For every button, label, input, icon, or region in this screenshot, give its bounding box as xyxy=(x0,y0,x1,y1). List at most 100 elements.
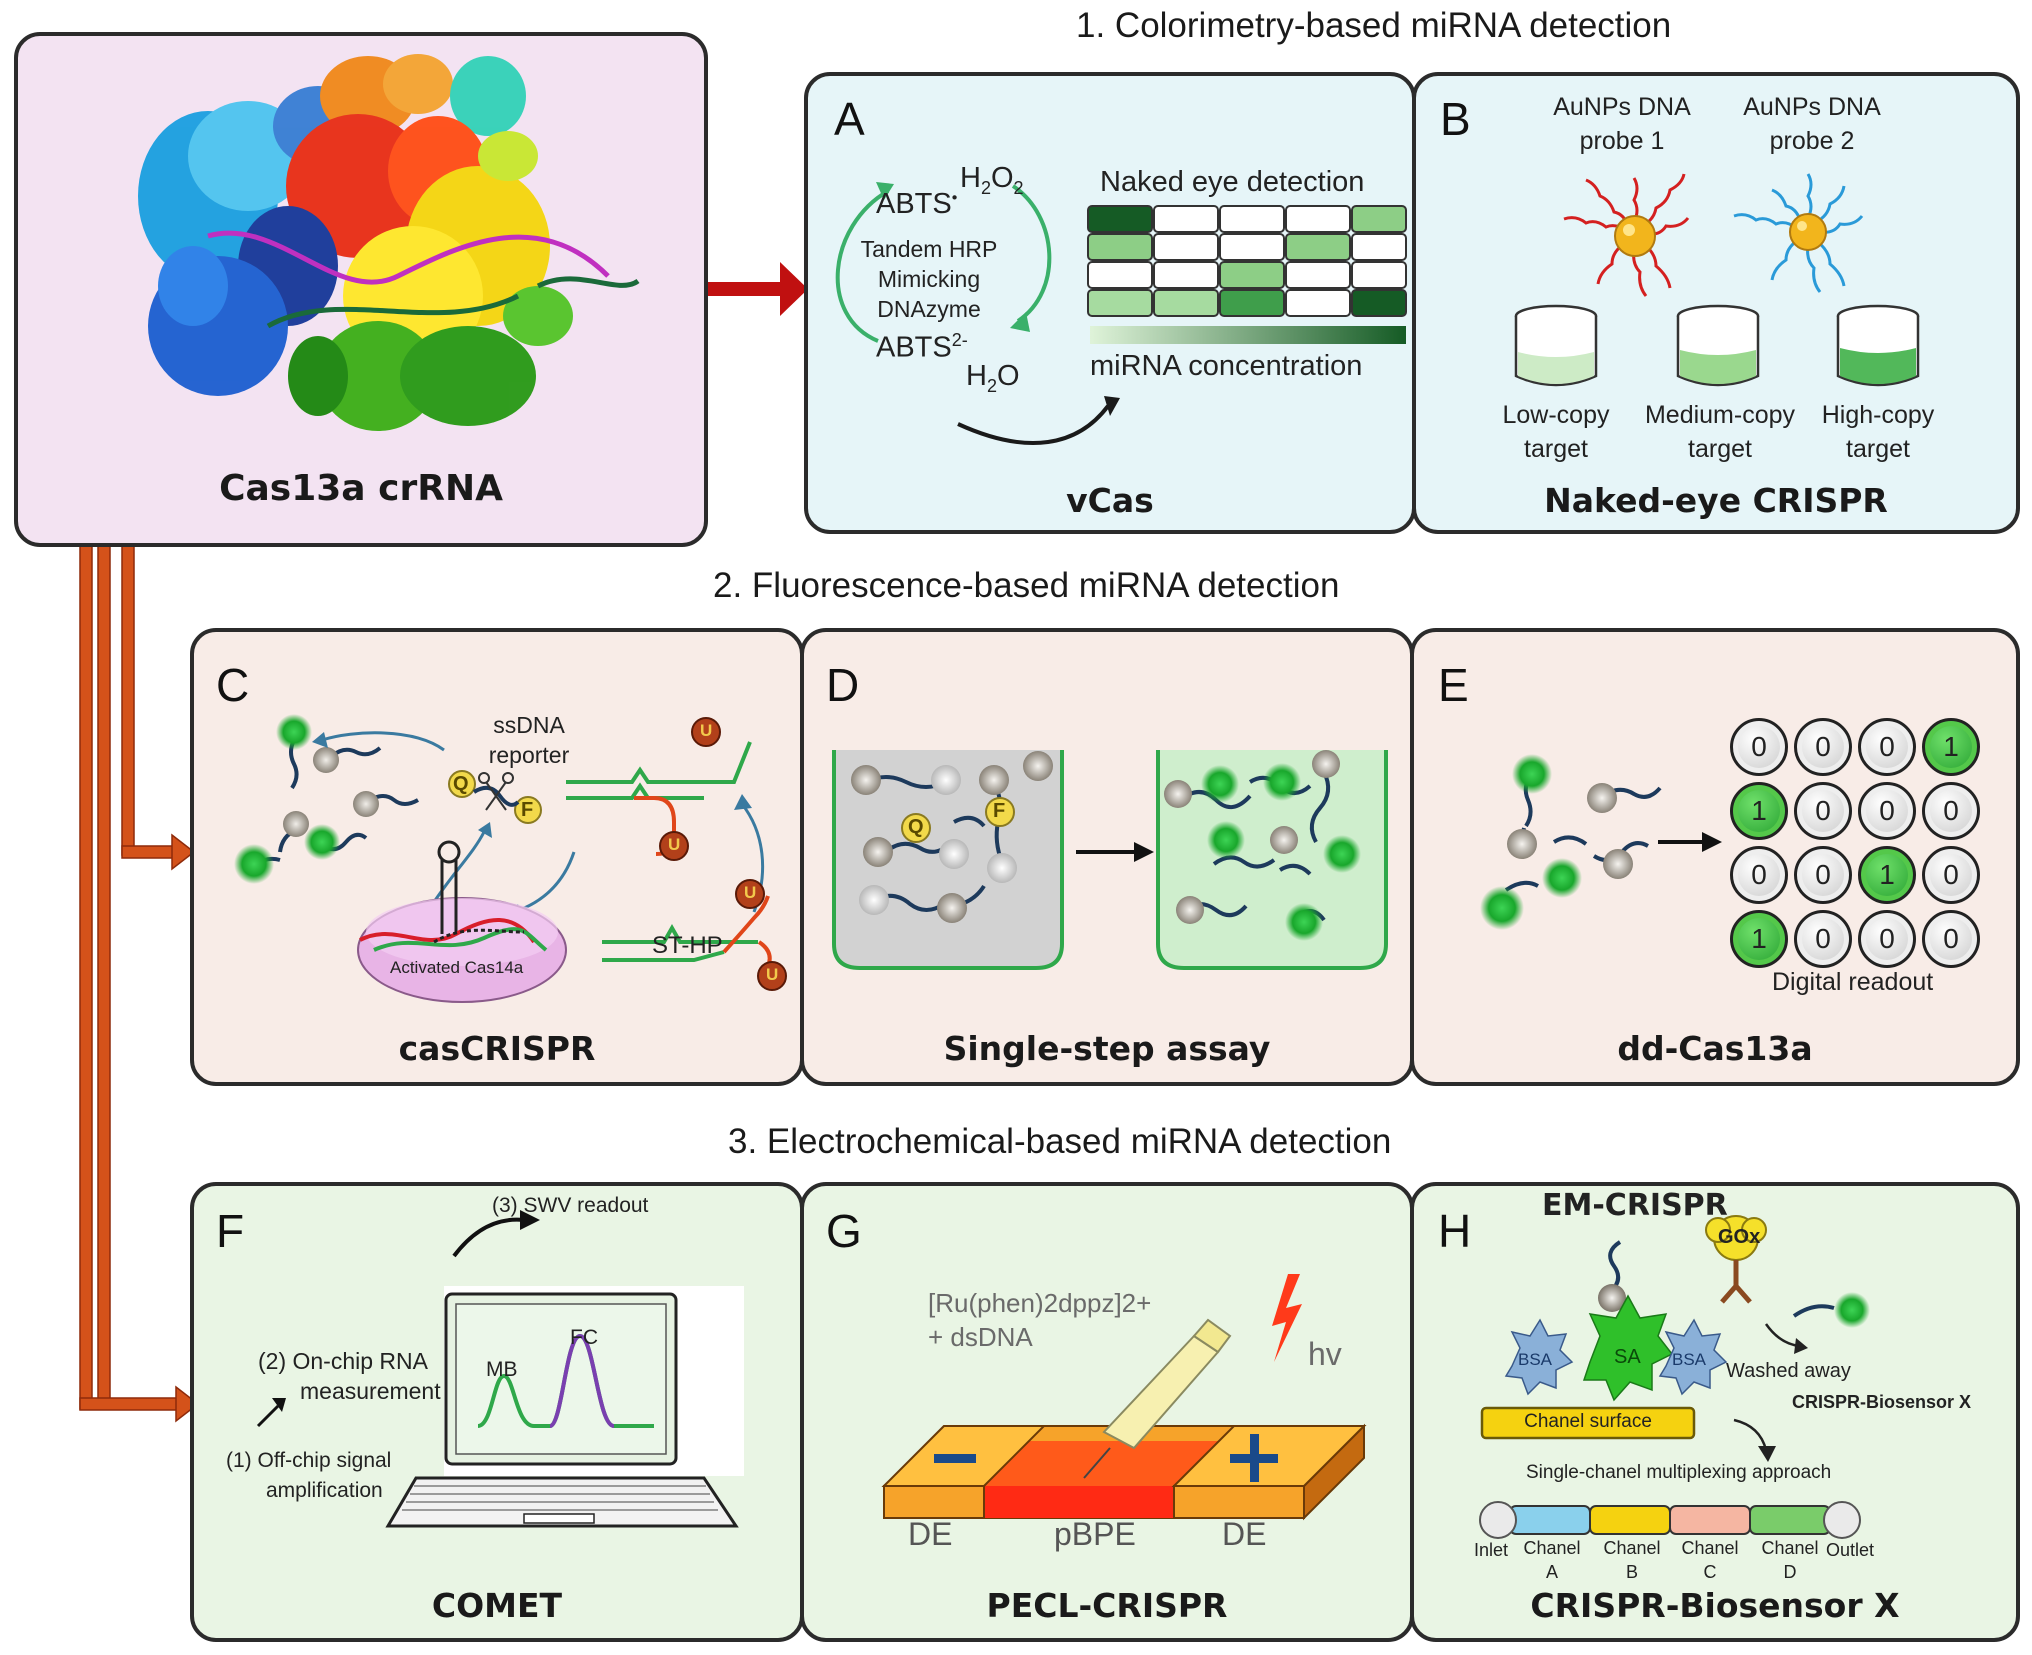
panel-b-letter: B xyxy=(1440,93,1471,145)
panel-a-h2o: H2O xyxy=(966,360,1020,396)
section-title-electrochemical: 3. Electrochemical-based miRNA detection xyxy=(728,1122,1392,1161)
panel-g-diagram xyxy=(881,1274,1367,1521)
panel-e-particles xyxy=(1480,754,1722,930)
panel-d-f: F xyxy=(993,800,1006,822)
panel-h-outlet: Outlet xyxy=(1826,1540,1875,1560)
connector-arrow-c-head xyxy=(171,833,196,871)
connector-arrow-f-head xyxy=(175,1385,200,1423)
panel-d-diagram xyxy=(832,750,1388,970)
panel-h-multiplex: Single-chanel multiplexing approach xyxy=(1526,1462,1832,1483)
panel-g-de-left: DE xyxy=(908,1516,953,1552)
panel-c-activated-cas14a: Activated Cas14a xyxy=(390,958,524,977)
panel-h: H EM-CRISPR GOx BSA SA BSA Washed away C… xyxy=(1410,1182,2020,1642)
panel-e-letter: E xyxy=(1438,659,1469,711)
panel-c-u4: U xyxy=(766,965,779,984)
panel-h-washed-away: Washed away xyxy=(1726,1360,1851,1382)
panel-d: D xyxy=(800,628,1414,1086)
panel-h-channel-surface: Chanel surface xyxy=(1524,1411,1652,1432)
panel-d-q: Q xyxy=(908,816,924,838)
panel-e-digital-grid: 0 0 0 1 1 0 0 0 0 0 1 0 1 0 0 0 xyxy=(1730,718,1990,968)
panel-a-footer: vCas xyxy=(1066,481,1154,520)
panel-a-mirna-concentration: miRNA concentration xyxy=(1090,350,1363,382)
panel-e-digital-readout: Digital readout xyxy=(1772,968,1934,996)
panel-e-grid-cell: 0 xyxy=(1922,846,1980,904)
panel-g-hv: hv xyxy=(1308,1336,1342,1372)
section-title-colorimetry: 1. Colorimetry-based miRNA detection xyxy=(1076,6,1672,45)
panel-c-u1: U xyxy=(700,721,713,740)
panel-h-bsa-left: BSA xyxy=(1518,1350,1553,1369)
panel-d-footer: Single-step assay xyxy=(943,1029,1271,1068)
panel-e-grid-cell: 0 xyxy=(1794,910,1852,968)
panel-f-diagram xyxy=(256,1210,744,1528)
panel-c-sthp: ST-HP xyxy=(652,932,723,959)
cas13a-panel: Cas13a crRNA xyxy=(14,32,708,547)
panel-h-crispr-biosensor-label: CRISPR-Biosensor X xyxy=(1792,1392,1972,1412)
panel-b-nanoparticles xyxy=(1514,173,1920,387)
panel-e-grid-cell: 1 xyxy=(1858,846,1916,904)
panel-a-cycle-diagram xyxy=(835,182,1120,445)
panel-g: G [Ru(phen)2dppz]2++ dsDNA hv DE pBPE DE… xyxy=(800,1182,1414,1642)
panel-e-grid-cell: 0 xyxy=(1922,910,1980,968)
panel-e: E 0 0 0 1 1 0 0 xyxy=(1410,628,2020,1086)
panel-g-letter: G xyxy=(826,1205,862,1257)
panel-c-diagram xyxy=(234,714,787,1003)
panel-e-grid-row: 1 0 0 0 xyxy=(1730,910,1990,968)
panel-f: F (3) SWV readout (3) SWV readout MB FC … xyxy=(190,1182,804,1642)
panel-a-well-grid xyxy=(1087,205,1407,344)
panel-c-u2: U xyxy=(668,835,681,854)
panel-h-footer: CRISPR-Biosensor X xyxy=(1530,1586,1900,1625)
cas13a-label: Cas13a crRNA xyxy=(219,468,503,509)
panel-g-de-right: DE xyxy=(1222,1516,1267,1552)
panel-e-grid-cell: 0 xyxy=(1922,782,1980,840)
panel-f-step3-visible: (3) SWV readout xyxy=(492,1194,649,1217)
panel-a-letter: A xyxy=(834,93,865,145)
panel-e-grid-cell: 0 xyxy=(1858,782,1916,840)
arrow-to-a-head xyxy=(780,262,808,316)
panel-e-grid-cell: 0 xyxy=(1858,718,1916,776)
panel-f-fc: FC xyxy=(570,1326,598,1349)
panel-c-footer: casCRISPR xyxy=(398,1029,596,1068)
panel-h-letter: H xyxy=(1438,1205,1472,1257)
panel-a-h2o2: H2O2 xyxy=(960,162,1024,198)
panel-c-letter: C xyxy=(216,659,250,711)
arrow-to-a-shaft xyxy=(706,282,786,296)
section-title-fluorescence: 2. Fluorescence-based miRNA detection xyxy=(713,566,1340,605)
connector-line-c-vertical xyxy=(121,544,135,856)
panel-e-grid-cell: 0 xyxy=(1794,782,1852,840)
panel-a-naked-eye-label: Naked eye detection xyxy=(1100,166,1365,198)
panel-e-grid-cell: 0 xyxy=(1858,910,1916,968)
panel-c-u3: U xyxy=(744,883,757,902)
connector-line-c-horizontal xyxy=(121,845,179,859)
panel-h-bsa-right: BSA xyxy=(1672,1350,1707,1369)
connector-line-f-vertical-1 xyxy=(79,544,93,1410)
panel-b-footer: Naked-eye CRISPR xyxy=(1544,481,1888,520)
panel-g-ru-complex: [Ru(phen)2dppz]2++ dsDNA xyxy=(928,1288,1152,1352)
panel-h-inlet: Inlet xyxy=(1474,1540,1509,1560)
panel-a-abts-bottom: ABTS2- xyxy=(876,330,968,364)
panel-e-grid-cell: 0 xyxy=(1730,718,1788,776)
cas13a-structure-illustration xyxy=(138,54,640,431)
panel-g-footer: PECL-CRISPR xyxy=(986,1586,1228,1625)
panel-h-title: EM-CRISPR xyxy=(1542,1188,1728,1223)
panel-c: C xyxy=(190,628,804,1086)
panel-e-grid-cell: 0 xyxy=(1794,718,1852,776)
panel-h-gox: GOx xyxy=(1718,1226,1761,1248)
panel-e-grid-cell: 1 xyxy=(1730,782,1788,840)
panel-f-letter: F xyxy=(216,1205,245,1257)
panel-e-grid-cell: 0 xyxy=(1730,846,1788,904)
panel-e-grid-row: 0 0 0 1 xyxy=(1730,718,1990,776)
panel-d-letter: D xyxy=(826,659,860,711)
